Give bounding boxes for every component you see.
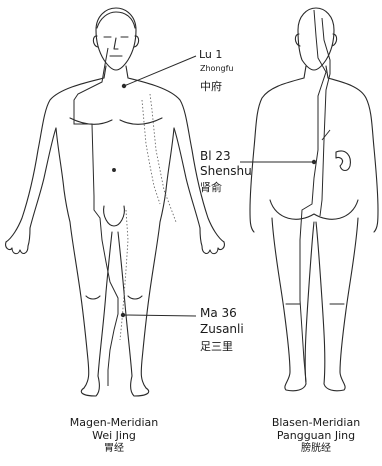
bladder-caption-cjk: 膀胱经 xyxy=(252,442,380,455)
back-body-figure xyxy=(250,8,378,391)
bladder-meridian-caption: Blasen-Meridian Pangguan Jing 膀胱经 xyxy=(252,416,380,455)
front-torso-left xyxy=(6,78,104,242)
front-body-figure xyxy=(6,8,225,396)
lu1-cjk-label: 中府 xyxy=(200,78,222,94)
front-hand-right xyxy=(200,228,224,254)
stomach-caption-cjk: 胃经 xyxy=(48,442,180,455)
stomach-caption-sub: Wei Jing xyxy=(48,429,180,442)
front-nose xyxy=(114,38,118,49)
front-neck xyxy=(104,66,128,78)
front-flank-left xyxy=(56,128,70,222)
front-knees xyxy=(86,296,142,299)
front-inner-arm-right xyxy=(174,128,200,228)
bl23-code-label: Bl 23 xyxy=(200,149,231,163)
ma36-name-label: Zusanli xyxy=(200,322,244,336)
stomach-meridian-line xyxy=(74,48,118,386)
ma36-code-label: Ma 36 xyxy=(200,306,237,320)
front-groin xyxy=(104,206,125,226)
front-flank-right xyxy=(160,128,174,222)
lu1-code-label: Lu 1 xyxy=(199,48,222,61)
back-buttocks xyxy=(270,200,358,219)
front-navel xyxy=(113,169,116,172)
front-leg-right xyxy=(118,222,160,396)
stomach-meridian-caption: Magen-Meridian Wei Jing 胃经 xyxy=(48,416,180,455)
lu1-name-label: Zhongfu xyxy=(200,64,233,73)
bladder-caption-sub: Pangguan Jing xyxy=(252,429,380,442)
front-hair xyxy=(97,12,135,28)
back-torso-left xyxy=(250,78,304,232)
leader-line-lu1 xyxy=(124,56,196,86)
front-hand-left xyxy=(6,228,30,254)
front-inner-arm-left xyxy=(30,128,56,228)
back-kidney-outline xyxy=(336,151,350,171)
ma36-cjk-label: 足三里 xyxy=(200,338,233,354)
bl23-cjk-label: 肾俞 xyxy=(200,179,222,195)
front-chest xyxy=(70,118,162,124)
leader-line-ma36 xyxy=(123,315,196,316)
stomach-caption-title: Magen-Meridian xyxy=(48,416,180,429)
bl23-name-label: Shenshu xyxy=(200,164,252,178)
front-leg-left xyxy=(70,222,112,396)
bladder-caption-title: Blasen-Meridian xyxy=(252,416,380,429)
